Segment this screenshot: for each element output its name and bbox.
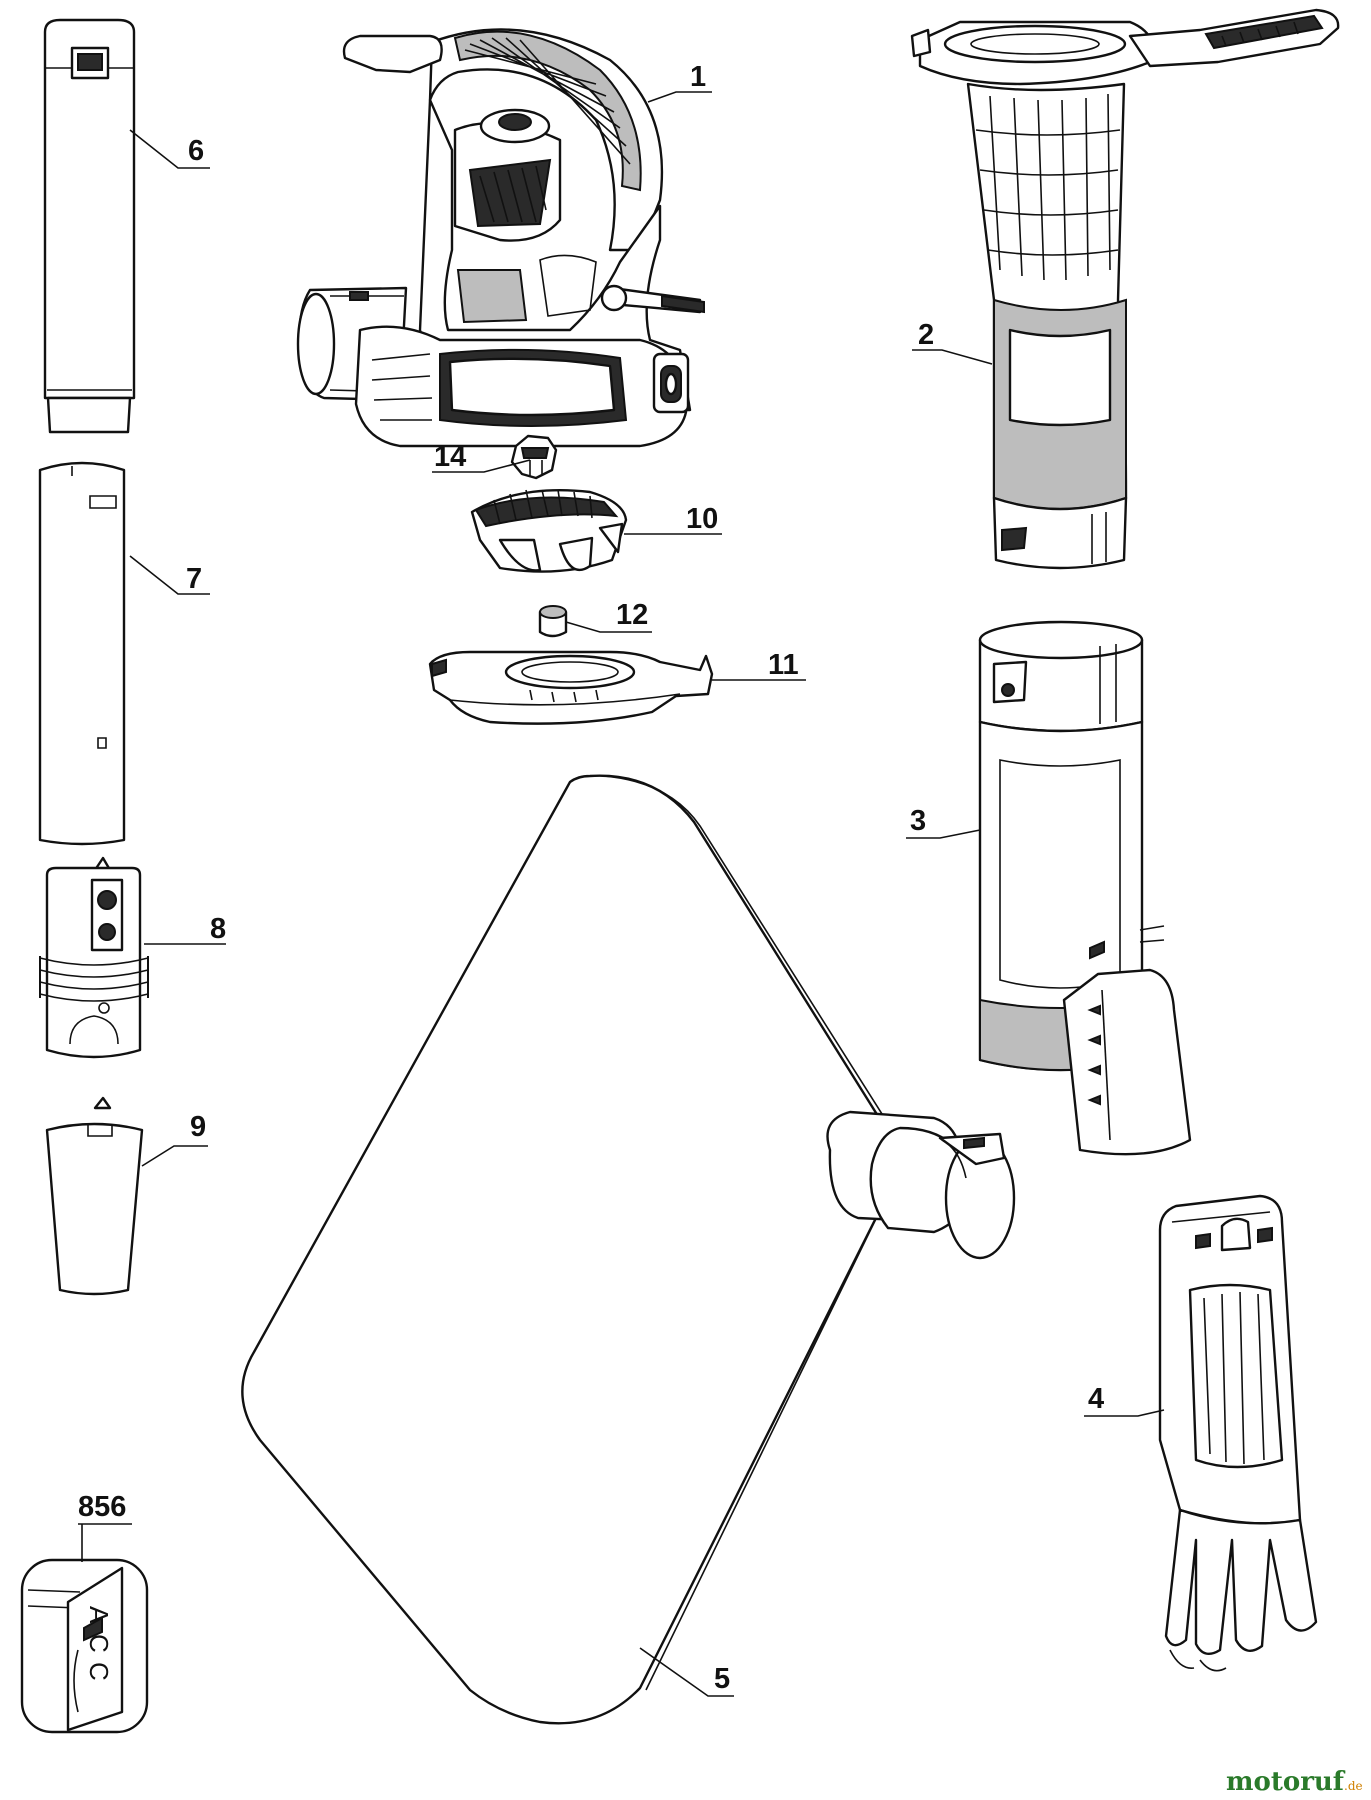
part-6-blower-tube <box>43 18 136 434</box>
callout-1: 1 <box>690 61 706 93</box>
callout-2: 2 <box>918 319 934 351</box>
watermark-brand: motoruf.de <box>1226 1767 1363 1797</box>
watermark: motoruf.de <box>1226 1767 1363 1797</box>
callout-numbers: 1 6 2 14 10 12 11 7 3 8 9 4 5 856 <box>78 61 1104 1695</box>
callout-14: 14 <box>434 441 466 473</box>
callout-9: 9 <box>190 1111 206 1143</box>
part-8-nozzle <box>39 856 149 1059</box>
callout-3: 3 <box>910 805 926 837</box>
part-5-collection-bag <box>241 774 1016 1725</box>
callout-11: 11 <box>768 649 799 681</box>
part-11-fan-cover <box>428 650 714 725</box>
callout-10: 10 <box>686 503 718 535</box>
part-12-spacer <box>538 605 568 638</box>
part-2-intake-tube <box>910 8 1340 570</box>
callout-8: 8 <box>210 913 226 945</box>
label-856-letter-2: C <box>84 1634 114 1653</box>
callout-856: 856 <box>78 1491 126 1523</box>
callout-6: 6 <box>188 135 204 167</box>
part-9-flat-nozzle <box>45 1096 144 1296</box>
callout-4: 4 <box>1088 1383 1104 1415</box>
label-856-letter-3: C <box>84 1662 114 1681</box>
part-1-motor-housing <box>296 28 705 448</box>
part-7-extension-tube <box>38 461 126 846</box>
part-3-collection-tube <box>978 620 1192 1156</box>
callout-5: 5 <box>714 1663 730 1695</box>
part-10-impeller <box>470 489 628 573</box>
part-14-fan-nut <box>510 434 558 480</box>
callout-7: 7 <box>186 563 202 595</box>
part-856-label <box>20 1558 149 1734</box>
label-856-letter-1: A <box>84 1606 114 1624</box>
part-4-rake <box>1158 1194 1318 1672</box>
callout-12: 12 <box>616 599 648 631</box>
leader-lines <box>78 91 1165 1697</box>
label-856-text: A C C <box>84 1606 114 1681</box>
